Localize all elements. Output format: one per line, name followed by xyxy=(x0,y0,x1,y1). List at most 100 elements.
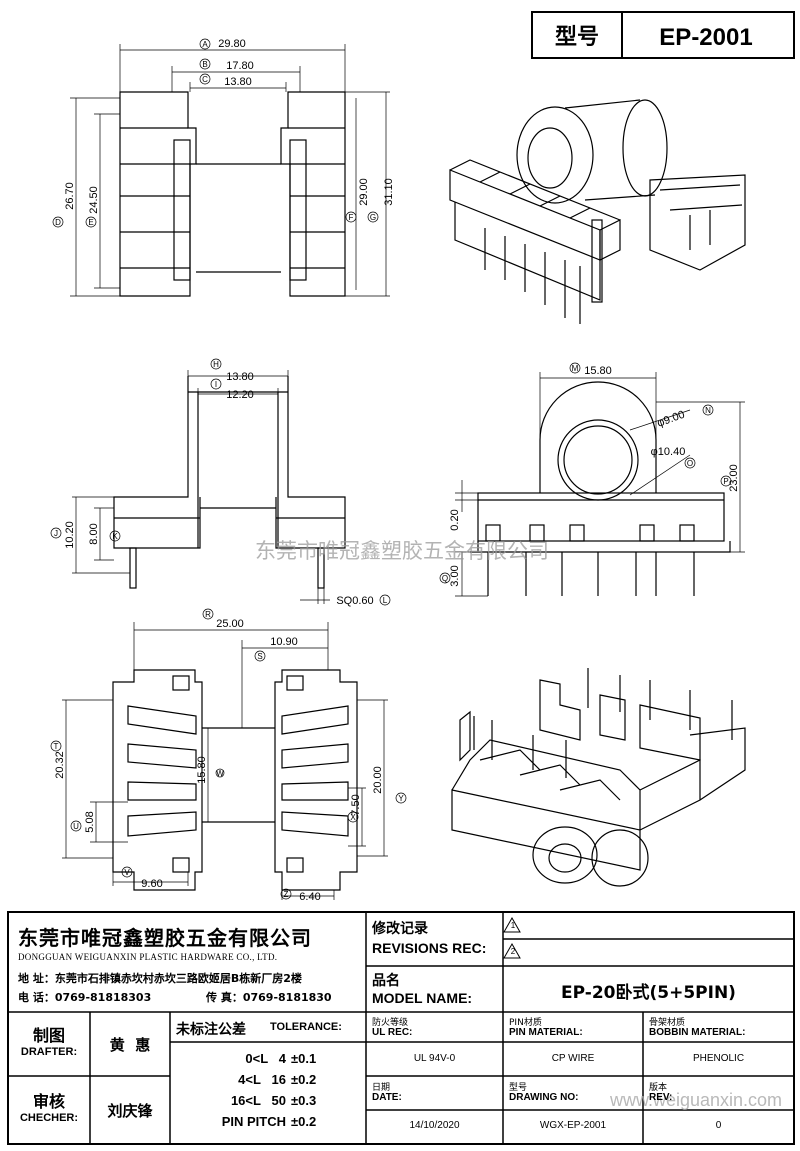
model-name-label-en: MODEL NAME: xyxy=(372,990,473,1006)
drafter-label-en: DRAFTER: xyxy=(20,1046,78,1058)
svg-text:U: U xyxy=(73,822,79,831)
svg-text:X: X xyxy=(350,813,356,822)
dim-z: 6.40 xyxy=(299,891,320,903)
revisions-label-en: REVISIONS REC: xyxy=(372,940,487,956)
dim-x: 7.50 xyxy=(350,794,362,815)
drawing-no-value: WGX-EP-2001 xyxy=(539,1120,607,1131)
dim-u: 5.08 xyxy=(84,811,96,832)
dim-t: 20.32 xyxy=(54,751,66,779)
front-view xyxy=(119,91,346,297)
dim-b: 17.80 xyxy=(226,60,254,72)
svg-text:C: C xyxy=(202,75,208,84)
company-name-en: DONGGUAN WEIGUANXIN PLASTIC HARDWARE CO.… xyxy=(18,952,278,962)
iso-view-top xyxy=(449,99,746,324)
dim-i: 12.20 xyxy=(226,389,254,401)
tolerance-range-pin-pitch: PIN PITCH xyxy=(221,1114,286,1129)
dim-c: 13.80 xyxy=(224,76,252,88)
revision-mark-2: 2 xyxy=(510,947,516,956)
end-view xyxy=(470,381,731,596)
watermark-website: www.weiguanxin.com xyxy=(609,1090,782,1110)
dim-o: φ10.40 xyxy=(651,446,686,458)
tolerance-range-2: 4<L 16 xyxy=(238,1072,286,1087)
tolerance-title-cn: 未标注公差 xyxy=(176,1022,246,1038)
tolerance-value-1: ±0.1 xyxy=(291,1051,317,1066)
date-value: 14/10/2020 xyxy=(409,1120,460,1131)
dim-k: 8.00 xyxy=(88,523,100,544)
dim-q: 3.00 xyxy=(449,565,461,586)
checker-label-cn: 审核 xyxy=(32,1092,65,1111)
pin-material-value: CP WIRE xyxy=(551,1053,595,1064)
dim-m: 15.80 xyxy=(584,365,612,377)
svg-text:P: P xyxy=(723,477,728,486)
svg-text:J: J xyxy=(54,529,58,538)
drafter-label-cn: 制图 xyxy=(32,1026,65,1045)
ul-label-en: UL REC: xyxy=(372,1027,413,1038)
svg-text:F: F xyxy=(349,213,354,222)
dim-j: 10.20 xyxy=(64,521,76,549)
svg-text:W: W xyxy=(216,769,224,778)
dim-v: 9.60 xyxy=(141,878,162,890)
dim-p: 23.00 xyxy=(728,464,740,492)
iso-view-bottom xyxy=(451,668,746,887)
dim-a: 29.80 xyxy=(218,38,246,50)
svg-text:T: T xyxy=(54,742,59,751)
tolerance-value-3: ±0.3 xyxy=(291,1093,317,1108)
checker-label-en: CHECHER: xyxy=(19,1112,79,1124)
svg-text:L: L xyxy=(383,596,388,605)
rev-value: 0 xyxy=(715,1120,722,1131)
tolerance-title-en: TOLERANCE: xyxy=(270,1021,342,1033)
svg-text:Y: Y xyxy=(398,794,404,803)
svg-text:K: K xyxy=(112,532,118,541)
tolerance-range-1: 0<L 4 xyxy=(245,1051,286,1066)
svg-text:I: I xyxy=(215,380,217,389)
dim-top-small: 0.20 xyxy=(449,509,461,530)
dim-d: 26.70 xyxy=(64,182,76,210)
svg-text:Q: Q xyxy=(442,574,448,583)
side-view xyxy=(113,376,346,589)
dim-y: 20.00 xyxy=(372,766,384,794)
dim-r: 25.00 xyxy=(216,618,244,630)
svg-text:Z: Z xyxy=(284,890,289,899)
ul-label-cn: 防火等级 xyxy=(372,1018,409,1028)
dim-f: 29.00 xyxy=(358,178,370,206)
dim-h: 13.80 xyxy=(226,371,254,383)
date-label-en: DATE: xyxy=(372,1092,402,1103)
svg-text:A: A xyxy=(202,40,208,49)
rev-label-en: REV: xyxy=(649,1092,673,1103)
svg-text:N: N xyxy=(705,406,711,415)
rev-label-cn: 版本 xyxy=(649,1083,668,1093)
company-name-cn: 东莞市唯冠鑫塑胶五金有限公司 xyxy=(18,926,312,950)
watermark-company: 东莞市唯冠鑫塑胶五金有限公司 xyxy=(255,539,549,563)
checker-name: 刘庆锋 xyxy=(107,1102,153,1120)
company-fax: 传 真：0769-8181830 xyxy=(206,991,332,1004)
date-label-cn: 日期 xyxy=(372,1083,391,1093)
dim-e: 24.50 xyxy=(88,186,100,214)
bobbin-material-label-cn: 骨架材质 xyxy=(649,1018,686,1028)
company-phone: 电 话：0769-81818303 xyxy=(18,991,152,1004)
revision-mark-1: 1 xyxy=(510,921,516,930)
model-name-value: EP-20卧式(5+5PIN) xyxy=(561,983,736,1003)
title-block-frame xyxy=(7,911,795,1145)
svg-text:R: R xyxy=(205,610,211,619)
svg-text:H: H xyxy=(213,360,219,369)
pin-material-label-en: PIN MATERIAL: xyxy=(509,1027,583,1038)
svg-text:M: M xyxy=(572,364,579,373)
drawing-no-label-en: DRAWING NO: xyxy=(509,1092,579,1103)
bobbin-material-value: PHENOLIC xyxy=(692,1053,745,1064)
company-address: 地 址：东莞市石排镇赤坎村赤坎三路欧姬居B栋新厂房2楼 xyxy=(18,972,302,985)
model-number: EP-2001 xyxy=(659,24,752,51)
tolerance-value-2: ±0.2 xyxy=(291,1072,317,1087)
dim-g: 31.10 xyxy=(383,178,395,206)
drafter-name: 黄 惠 xyxy=(109,1036,151,1054)
svg-text:V: V xyxy=(124,868,130,877)
drawing-no-label-cn: 型号 xyxy=(509,1083,528,1093)
tolerance-range-3: 16<L 50 xyxy=(230,1093,286,1108)
svg-text:E: E xyxy=(88,218,93,227)
ul-value: UL 94V-0 xyxy=(413,1053,456,1064)
svg-text:S: S xyxy=(257,652,262,661)
svg-text:D: D xyxy=(55,218,61,227)
dim-n: φ9.00 xyxy=(656,409,687,430)
dim-s: 10.90 xyxy=(270,636,298,648)
bobbin-material-label-en: BOBBIN MATERIAL: xyxy=(649,1027,746,1038)
